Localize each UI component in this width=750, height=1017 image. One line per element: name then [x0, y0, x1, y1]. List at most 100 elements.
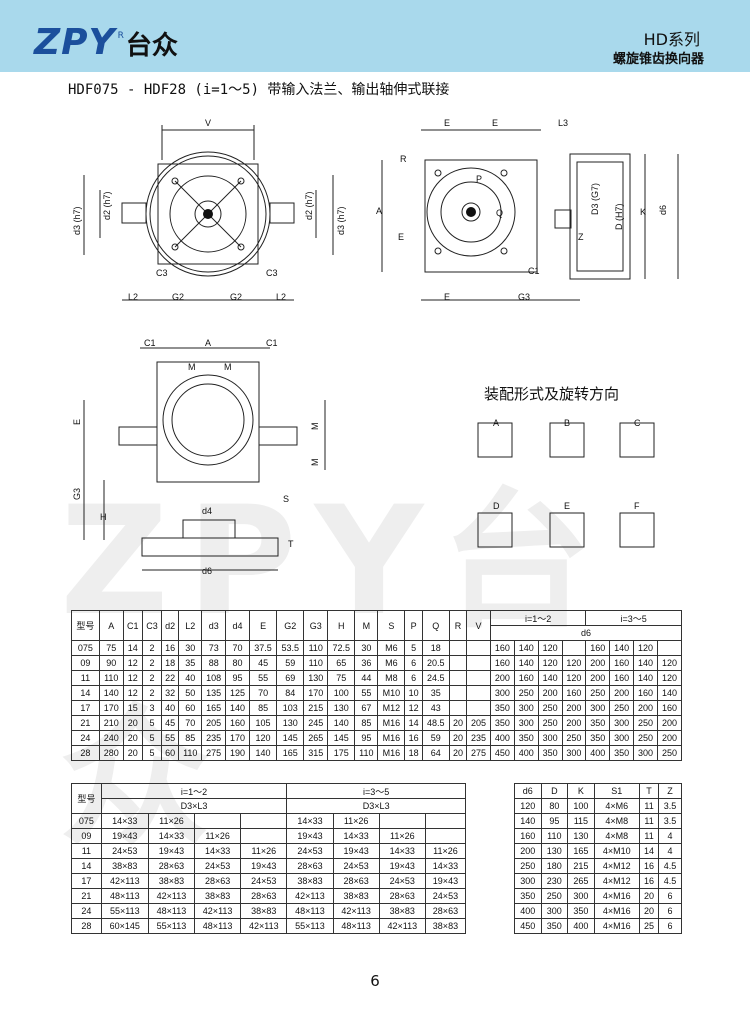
table-cell: 24 [71, 903, 102, 919]
table-cell: 65 [327, 655, 356, 671]
table-cell: 14×33 [100, 813, 149, 829]
table-cell: 12 [122, 685, 143, 701]
table-cell: 175 [327, 745, 356, 761]
table-cell: 250 [561, 730, 587, 746]
table-cell: 73 [201, 640, 227, 656]
table-cell: 140 [513, 640, 539, 656]
table-cell: 16 [161, 640, 180, 656]
table-cell: 18 [421, 640, 450, 656]
table-header: K [567, 783, 595, 799]
table-cell: 3.5 [658, 813, 682, 829]
dim-label: d6 [658, 205, 668, 215]
assembly-section-title: 装配形式及旋转方向 [484, 385, 620, 403]
dim-label: L2 [128, 292, 138, 302]
table-cell: 300 [561, 745, 587, 761]
table-cell: 140 [98, 685, 124, 701]
assembly-label: A [493, 418, 499, 428]
table-header: i=1～2 [100, 783, 288, 799]
table-cell: 350 [540, 918, 569, 934]
table-cell: 14 [638, 843, 660, 859]
table-cell: 55 [248, 670, 278, 686]
page-header: ZPY R 台众 HD系列 螺旋锥齿换向器 [0, 0, 750, 72]
dim-label: D (H7) [614, 203, 624, 230]
table-cell: 90 [98, 655, 124, 671]
table-header: E [248, 610, 278, 641]
table-cell: 85 [354, 715, 379, 731]
dim-label: M [188, 362, 196, 372]
table-cell: 160 [225, 715, 250, 731]
table-cell: 09 [71, 655, 100, 671]
table-cell [466, 685, 491, 701]
table-cell: 64 [421, 745, 450, 761]
dim-label: R [400, 154, 407, 164]
table-cell: 24×53 [240, 873, 288, 889]
table-cell: 210 [98, 715, 124, 731]
table-header: G2 [276, 610, 305, 641]
table-cell [656, 640, 683, 656]
table-cell: 350 [513, 730, 539, 746]
table-cell: 16 [638, 873, 660, 889]
table-cell: 450 [489, 745, 515, 761]
table-cell: 12 [122, 670, 143, 686]
table-cell: 300 [609, 730, 635, 746]
table-cell: 130 [567, 828, 595, 844]
table-cell: 200 [585, 655, 611, 671]
table-cell: 075 [71, 640, 100, 656]
table-cell: 4×M6 [593, 798, 640, 814]
table-cell: 4 [658, 828, 682, 844]
table-cell: 14×33 [424, 858, 467, 874]
table-cell: 48×113 [194, 918, 242, 934]
table-cell: 140 [327, 715, 356, 731]
table-cell: 350 [537, 745, 563, 761]
table-cell: 110 [354, 745, 379, 761]
table-cell: 300 [633, 745, 658, 761]
table-cell: 38×83 [424, 918, 467, 934]
logo-text: ZPY [34, 22, 116, 63]
table-cell: 30 [354, 640, 379, 656]
table-cell: 350 [489, 700, 515, 716]
table-header: D3×L3 [286, 798, 466, 814]
table-cell: 300 [609, 715, 635, 731]
table-cell: 48×113 [100, 888, 149, 904]
table-cell: 11×26 [332, 813, 380, 829]
table-cell: 300 [514, 873, 542, 889]
table-cell: 38×83 [378, 903, 426, 919]
table-cell: 55×113 [147, 918, 196, 934]
table-cell: 110 [98, 670, 124, 686]
table-cell: 95 [354, 730, 379, 746]
table-cell: 200 [609, 685, 635, 701]
table-cell: 160 [489, 640, 515, 656]
table-cell: 265 [303, 730, 329, 746]
table-cell: 075 [71, 813, 102, 829]
table-cell: 140 [609, 640, 635, 656]
dim-label: d2 (h7) [102, 191, 112, 220]
table-cell: 250 [514, 858, 542, 874]
table-cell: 300 [513, 715, 539, 731]
table-cell [378, 813, 426, 829]
table-cell: 205 [201, 715, 227, 731]
table-header: L2 [178, 610, 203, 641]
table-cell: 160 [609, 655, 635, 671]
table-cell [448, 655, 468, 671]
table-header: H [327, 610, 356, 641]
table-cell: 200 [585, 670, 611, 686]
table-cell: 42×113 [194, 903, 242, 919]
table-header: Q [421, 610, 450, 641]
table-cell: 4×M16 [593, 918, 640, 934]
table-cell: 72.5 [327, 640, 356, 656]
table-cell: 105 [248, 715, 278, 731]
table-cell: 145 [276, 730, 305, 746]
dim-label: E [398, 232, 404, 242]
table-cell: 130 [276, 715, 305, 731]
table-cell: 6 [658, 903, 682, 919]
table-cell: 165 [201, 700, 227, 716]
table-cell: M8 [377, 670, 406, 686]
table-cell: 24×53 [332, 858, 380, 874]
